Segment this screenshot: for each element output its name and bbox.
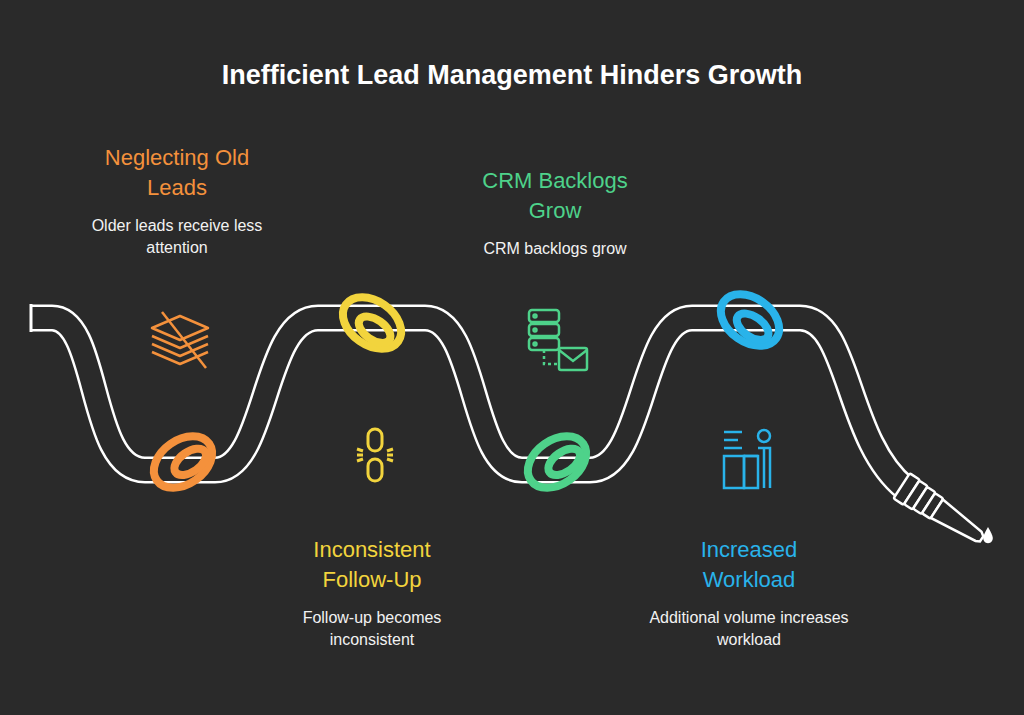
problem-item: CRM Backlogs GrowCRM backlogs grow <box>430 166 680 260</box>
broken-chain-icon <box>357 429 393 481</box>
hose-end <box>30 304 33 332</box>
item-description: Follow-up becomes inconsistent <box>262 607 482 651</box>
item-heading: Inconsistent Follow-Up <box>287 535 457 595</box>
item-heading: Increased Workload <box>674 535 824 595</box>
papers-icon <box>152 312 208 368</box>
item-heading: Neglecting Old Leads <box>82 143 272 203</box>
water-drop <box>983 527 993 543</box>
server-mail-icon <box>529 310 587 370</box>
nozzle <box>893 473 990 550</box>
knot-orange <box>144 426 222 499</box>
item-description: CRM backlogs grow <box>445 238 665 260</box>
knot-green <box>518 426 596 499</box>
desk-worker-icon <box>724 430 770 488</box>
item-description: Additional volume increases workload <box>649 607 849 651</box>
knots <box>144 284 789 499</box>
item-heading: CRM Backlogs Grow <box>470 166 640 226</box>
problem-item: Increased WorkloadAdditional volume incr… <box>624 535 874 651</box>
knot-yellow <box>333 287 411 360</box>
knot-blue <box>711 284 789 357</box>
item-description: Older leads receive less attention <box>67 215 287 259</box>
problem-item: Neglecting Old LeadsOlder leads receive … <box>52 143 302 259</box>
problem-item: Inconsistent Follow-UpFollow-up becomes … <box>247 535 497 651</box>
diagram-title: Inefficient Lead Management Hinders Grow… <box>0 60 1024 91</box>
hose <box>30 304 905 488</box>
